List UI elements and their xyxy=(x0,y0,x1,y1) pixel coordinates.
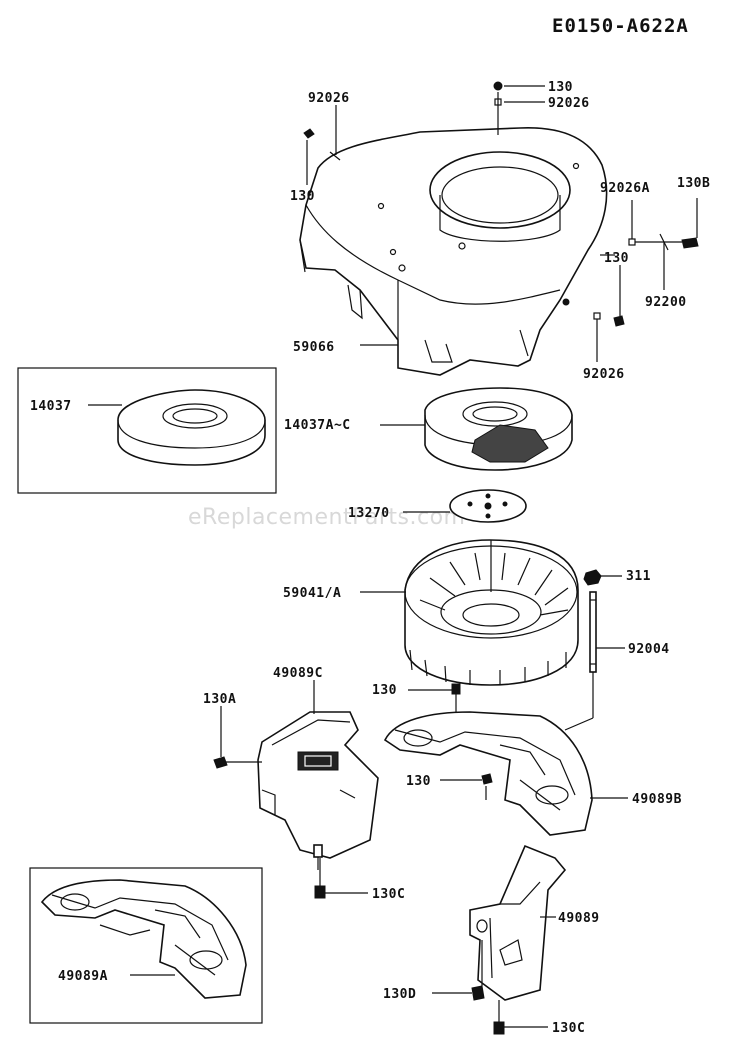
bolt-130-top xyxy=(493,81,503,91)
watermark: eReplacementParts.com xyxy=(188,505,465,530)
diagram-code: E0150-A622A xyxy=(552,15,689,37)
plate-13270 xyxy=(449,489,527,523)
callout-130-lower: 130 xyxy=(406,774,431,789)
stud-92004 xyxy=(589,591,597,673)
callout-130c-bottom: 130C xyxy=(552,1021,585,1036)
callout-92200: 92200 xyxy=(645,295,687,310)
callout-14037: 14037 xyxy=(30,399,72,414)
callout-92026-bottom: 92026 xyxy=(583,367,625,382)
fan-housing-59066 xyxy=(299,127,608,376)
callout-130a: 130A xyxy=(203,692,236,707)
callout-49089c: 49089C xyxy=(273,666,323,681)
washer-92026-bottom xyxy=(593,312,601,320)
callout-49089a: 49089A xyxy=(58,969,108,984)
inset-box-49089a xyxy=(29,867,263,1024)
housing-screw xyxy=(562,298,570,306)
bolt-130-right xyxy=(613,315,625,327)
screen-14037ac xyxy=(424,387,573,471)
flywheel-59041a xyxy=(404,539,579,686)
inset-box-14037 xyxy=(17,367,277,494)
bolt-130d xyxy=(471,985,485,1001)
bolt-130-left xyxy=(303,128,315,139)
housing-leaders xyxy=(306,85,698,362)
screen-mesh xyxy=(471,424,549,463)
baffle-49089a xyxy=(40,879,247,999)
washer-92026a xyxy=(628,238,636,246)
bolt-130a xyxy=(213,756,228,769)
callout-59041a: 59041/A xyxy=(283,586,341,601)
callout-92026a: 92026A xyxy=(600,181,650,196)
baffle-49089 xyxy=(469,844,567,1001)
housing-fasteners xyxy=(303,81,699,327)
callout-130-right: 130 xyxy=(604,251,629,266)
bolt-130-lower xyxy=(481,773,493,785)
callout-92026-top: 92026 xyxy=(548,96,590,111)
callout-130-mid: 130 xyxy=(372,683,397,698)
callout-130b: 130B xyxy=(677,176,710,191)
callout-92026-left: 92026 xyxy=(308,91,350,106)
callout-49089: 49089 xyxy=(558,911,600,926)
callout-130-left: 130 xyxy=(290,189,315,204)
callout-49089b: 49089B xyxy=(632,792,682,807)
bolt-130b xyxy=(681,237,699,249)
callout-130d: 130D xyxy=(383,987,416,1002)
baffle-49089c xyxy=(257,711,379,870)
callout-14037ac: 14037A~C xyxy=(284,418,351,433)
callout-130-top: 130 xyxy=(548,80,573,95)
screen-14037 xyxy=(117,389,266,466)
callout-59066: 59066 xyxy=(293,340,335,355)
nut-311 xyxy=(583,569,602,586)
bolt-130c-bottom xyxy=(493,1021,505,1035)
callout-92004: 92004 xyxy=(628,642,670,657)
baffle-49089b xyxy=(383,711,593,836)
callout-130c-mid: 130C xyxy=(372,887,405,902)
bolt-130-mid xyxy=(451,683,461,695)
callout-311: 311 xyxy=(626,569,651,584)
callout-13270: 13270 xyxy=(348,506,390,521)
spacer-92026-left xyxy=(329,151,341,161)
bolt-130c-mid xyxy=(314,885,326,899)
